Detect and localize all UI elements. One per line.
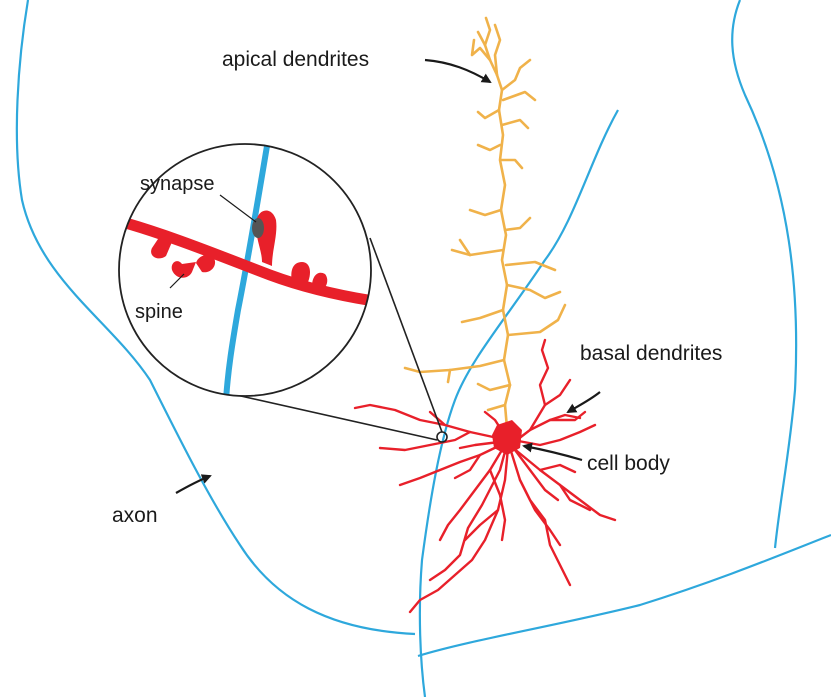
label-synapse: synapse	[140, 173, 215, 195]
axon-center-curve	[420, 110, 618, 697]
label-spine: spine	[135, 301, 183, 323]
label-apical-dendrites: apical dendrites	[222, 48, 369, 71]
label-basal-dendrites: basal dendrites	[580, 342, 722, 365]
arrow-basal	[568, 392, 600, 412]
arrow-cell-body	[524, 446, 582, 460]
arrow-apical	[425, 60, 490, 82]
label-axon: axon	[112, 504, 158, 527]
cell-body-shape	[492, 420, 522, 455]
axon-right-curve	[732, 0, 796, 548]
axon-bottom-curve	[418, 535, 831, 656]
basal-dendrites	[355, 340, 615, 612]
label-cell-body: cell body	[587, 452, 670, 475]
